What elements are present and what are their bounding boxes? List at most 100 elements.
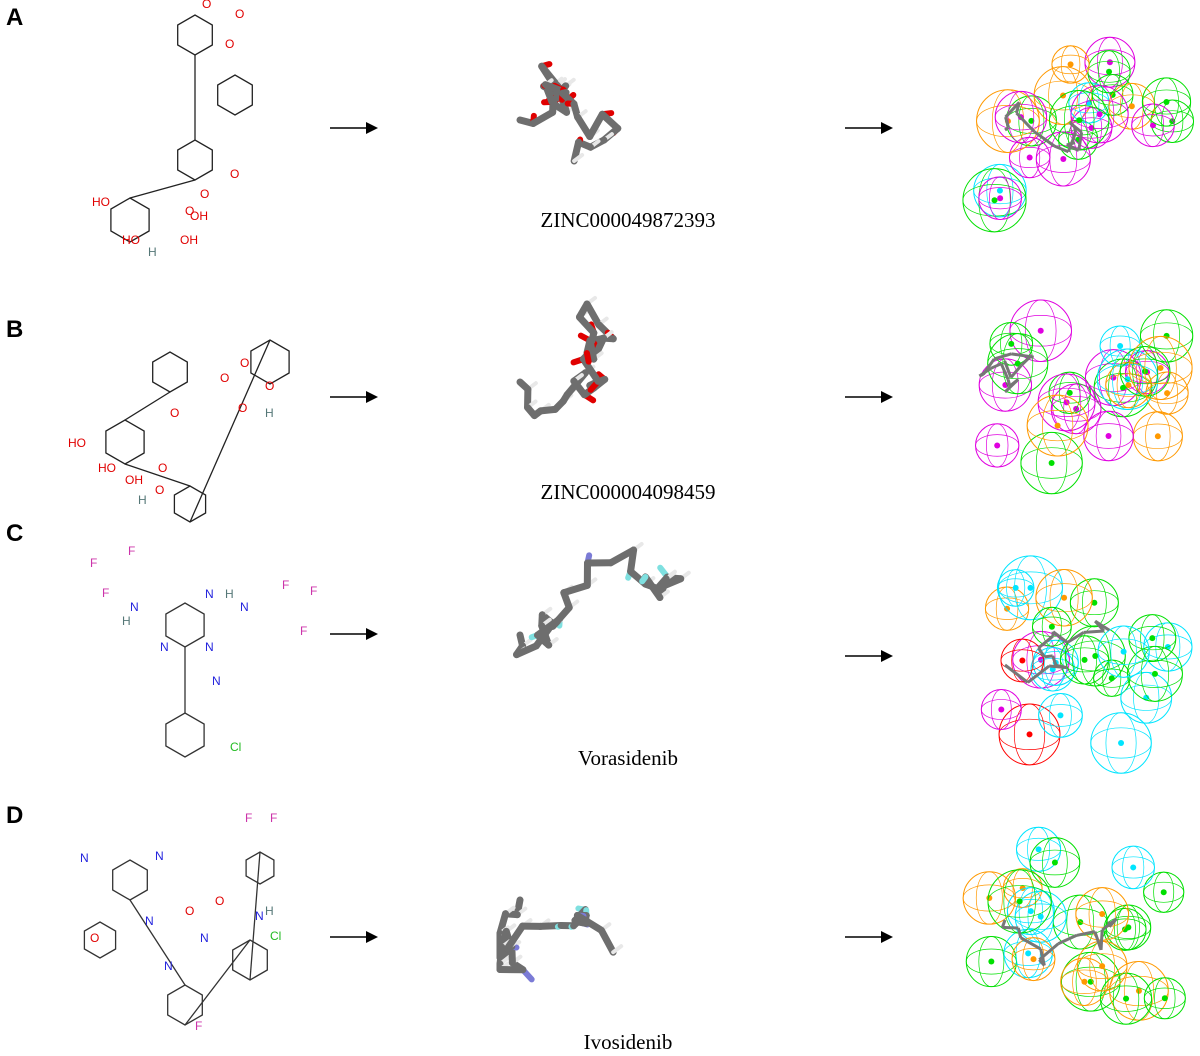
ring <box>152 351 188 393</box>
bond <box>124 391 171 421</box>
atom-label: O <box>235 7 244 21</box>
stick-bond <box>579 355 602 385</box>
atom-label: HO <box>122 233 140 247</box>
pharmacophore-feature-sphere <box>1026 394 1089 457</box>
bond <box>129 179 196 199</box>
panel-letter-b: B <box>6 316 24 343</box>
panel-letter-c: C <box>6 520 24 547</box>
ring <box>165 712 205 758</box>
pharmacophore-feature-sphere <box>998 703 1061 766</box>
stick-hydrogen <box>611 944 624 955</box>
ligand-bond <box>1066 631 1085 644</box>
stick-bond <box>597 926 617 956</box>
ligand-bond <box>1004 101 1021 119</box>
pharmacophore-feature-sphere <box>996 569 1035 607</box>
pharmacophore-feature-sphere <box>1145 371 1189 415</box>
pharmacophore-feature-sphere <box>1050 383 1102 435</box>
structure-3d <box>513 542 691 659</box>
ligand-bond <box>1107 921 1111 927</box>
ligand-bond <box>999 363 1010 381</box>
ligand-bond <box>1051 655 1058 666</box>
pharmacophore-feature-sphere <box>1000 638 1045 683</box>
ligand-bond <box>990 362 1002 370</box>
pharmacophore-feature-sphere <box>1120 671 1173 724</box>
ligand-bond <box>1009 364 1023 379</box>
ligand-bond <box>978 372 984 378</box>
ligand-bond <box>1052 630 1069 644</box>
stick-bond <box>560 581 591 597</box>
pharmacophore-feature-sphere <box>1090 712 1152 774</box>
ligand-bond <box>1068 121 1083 134</box>
atom-label: H <box>265 406 274 420</box>
atom-label: O <box>185 204 194 218</box>
pharmacophore-feature-sphere <box>1127 645 1183 702</box>
atom-label: HO <box>98 461 116 475</box>
ligand-bond <box>982 358 996 376</box>
ligand-bond <box>1004 116 1010 128</box>
ligand-bond <box>1004 663 1029 684</box>
atom-label: Cl <box>270 929 281 943</box>
arrow-to-3d <box>330 628 378 640</box>
stick-bond <box>513 642 540 659</box>
atom-label: O <box>155 483 164 497</box>
pharmacophore-model <box>975 299 1194 495</box>
pharmacophore-feature-sphere <box>1015 826 1062 872</box>
atom-label: F <box>310 584 317 598</box>
atom-label: N <box>145 914 154 928</box>
stick-heteroatom <box>583 350 592 365</box>
atom-label: N <box>130 600 139 614</box>
stick-bond <box>503 922 526 953</box>
ligand-bond <box>1077 131 1084 151</box>
pharmacophore-feature-sphere <box>962 168 1027 233</box>
atom-label: F <box>270 811 277 825</box>
stick-heteroatom <box>639 573 649 585</box>
atom-label: O <box>225 37 234 51</box>
atom-label: N <box>200 931 209 945</box>
atom-label: H <box>138 493 147 507</box>
atom-label: O <box>185 904 194 918</box>
pharmacophore-feature-sphere <box>973 163 1027 218</box>
structure-3d <box>496 896 624 983</box>
ligand-bond <box>1020 355 1032 367</box>
ligand-bond <box>1044 654 1053 659</box>
ligand-bond <box>1026 664 1051 684</box>
atom-label: N <box>80 851 89 865</box>
atom-label: OH <box>180 233 198 247</box>
ligand-bond <box>1038 942 1060 961</box>
ligand-bond <box>1019 936 1042 951</box>
atom-label: F <box>195 1019 202 1033</box>
ligand-bond <box>1003 360 1013 379</box>
ligand-bond <box>1037 635 1054 650</box>
stick-bond <box>586 110 606 141</box>
pharmacophore-feature-sphere <box>1051 45 1090 84</box>
atom-label: F <box>90 556 97 570</box>
pharmacophore-feature-sphere <box>1070 85 1129 144</box>
ligand-bond <box>1015 101 1021 114</box>
ligand-bond <box>1016 927 1023 939</box>
ligand-bond <box>1083 629 1105 634</box>
atom-label: H <box>225 587 234 601</box>
pharmacophore-feature-sphere <box>980 689 1022 731</box>
pharmacophore-feature-sphere <box>1009 299 1072 363</box>
ring <box>245 851 275 885</box>
ligand-bond <box>1099 929 1104 950</box>
ring <box>217 74 253 116</box>
ligand-bond <box>1055 663 1068 670</box>
atom-label: O <box>265 379 274 393</box>
ligand-bond <box>1053 144 1069 154</box>
pharmacophore-feature-sphere <box>1141 77 1192 127</box>
bond <box>189 339 271 523</box>
ligand-bond <box>1094 619 1110 632</box>
ring <box>177 139 213 181</box>
pharmacophore-feature-sphere <box>1128 335 1193 401</box>
atom-label: OH <box>125 473 143 487</box>
ligand-bond <box>1015 111 1036 133</box>
pharmacophore-feature-sphere <box>1029 837 1081 888</box>
atom-label: HO <box>92 195 110 209</box>
atom-label: N <box>160 640 169 654</box>
atom-label: O <box>170 406 179 420</box>
structure-3d <box>516 295 617 420</box>
atom-label: O <box>200 187 209 201</box>
